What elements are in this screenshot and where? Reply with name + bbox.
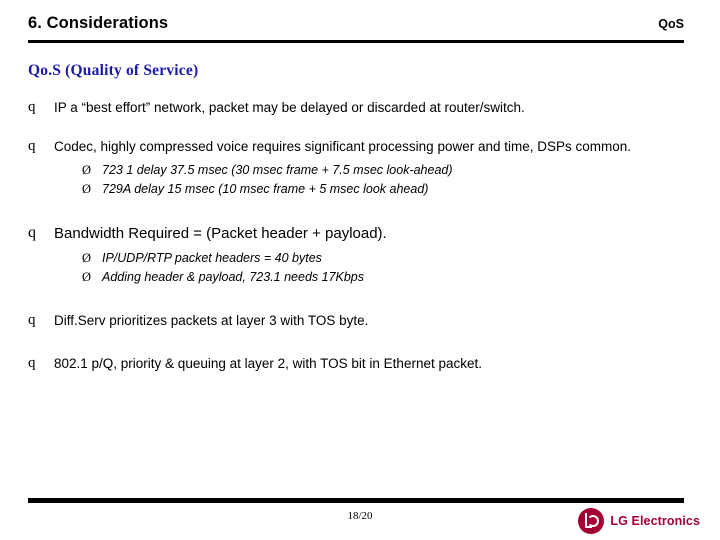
slide-header: 6. Considerations QoS xyxy=(28,14,684,46)
sub-list-item-text: 729A delay 15 msec (10 msec frame + 5 ms… xyxy=(102,182,429,197)
bullet-text: Codec, highly compressed voice requires … xyxy=(54,139,632,155)
header-topic-label: QoS xyxy=(658,17,684,31)
page-number: 18/20 xyxy=(347,510,373,522)
bullet-square-icon: q xyxy=(28,354,36,371)
sub-list-item: Ø 729A delay 15 msec (10 msec frame + 5 … xyxy=(54,180,692,199)
bullet-square-icon: q xyxy=(28,138,36,155)
sub-list: Ø 723 1 delay 37.5 msec (30 msec frame +… xyxy=(54,161,692,199)
bullet-text: IP a “best effort” network, packet may b… xyxy=(54,100,525,115)
sub-list-item-text: IP/UDP/RTP packet headers = 40 bytes xyxy=(102,251,322,266)
bullet-item: q Codec, highly compressed voice require… xyxy=(28,137,692,199)
sub-list-item: Ø Adding header & payload, 723.1 needs 1… xyxy=(54,268,692,287)
brand-name: LG Electronics xyxy=(610,514,700,528)
arrow-bullet-icon: Ø xyxy=(82,182,92,197)
bullet-item: q 802.1 p/Q, priority & queuing at layer… xyxy=(28,354,692,373)
bullet-square-icon: q xyxy=(28,311,36,328)
bullet-item: q Diff.Serv prioritizes packets at layer… xyxy=(28,311,692,330)
sub-list-item: Ø IP/UDP/RTP packet headers = 40 bytes xyxy=(54,249,692,268)
slide-content: Qo.S (Quality of Service) q IP a “best e… xyxy=(28,62,692,386)
bullet-text: Bandwidth Required = (Packet header + pa… xyxy=(54,224,387,242)
bullet-square-icon: q xyxy=(28,223,36,241)
arrow-bullet-icon: Ø xyxy=(82,269,92,284)
sub-list-item: Ø 723 1 delay 37.5 msec (30 msec frame +… xyxy=(54,161,692,180)
sub-list-item-text: Adding header & payload, 723.1 needs 17K… xyxy=(102,269,365,284)
bullet-square-icon: q xyxy=(28,99,36,115)
bullet-item: q IP a “best effort” network, packet may… xyxy=(28,98,692,117)
brand-logo: LG Electronics xyxy=(578,508,700,534)
sub-list: Ø IP/UDP/RTP packet headers = 40 bytes Ø… xyxy=(54,249,692,287)
sub-list-item-text: 723 1 delay 37.5 msec (30 msec frame + 7… xyxy=(102,163,453,178)
arrow-bullet-icon: Ø xyxy=(82,251,92,266)
bullet-text: 802.1 p/Q, priority & queuing at layer 2… xyxy=(54,355,482,371)
section-subtitle: Qo.S (Quality of Service) xyxy=(28,62,199,79)
bullet-text: Diff.Serv prioritizes packets at layer 3… xyxy=(54,312,369,328)
footer-divider xyxy=(28,498,684,503)
lg-logo-icon xyxy=(578,508,605,534)
header-divider xyxy=(28,40,684,43)
arrow-bullet-icon: Ø xyxy=(82,163,92,178)
bullet-item: q Bandwidth Required = (Packet header + … xyxy=(28,223,692,287)
page-title: 6. Considerations xyxy=(28,14,169,32)
